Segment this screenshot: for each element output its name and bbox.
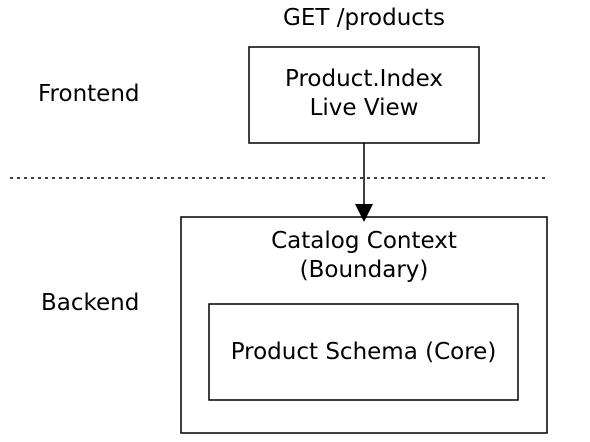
context-subtitle: (Boundary) (299, 257, 429, 283)
request-label: GET /products (283, 5, 445, 31)
context-title: Catalog Context (271, 228, 457, 254)
context-box (180, 216, 548, 434)
schema-label: Product Schema (Core) (230, 339, 497, 365)
liveview-title: Product.Index (285, 66, 443, 92)
frontend-layer-label: Frontend (38, 81, 140, 107)
liveview-subtitle: Live View (309, 95, 419, 121)
backend-layer-label: Backend (41, 290, 140, 316)
schema-box (208, 303, 519, 401)
